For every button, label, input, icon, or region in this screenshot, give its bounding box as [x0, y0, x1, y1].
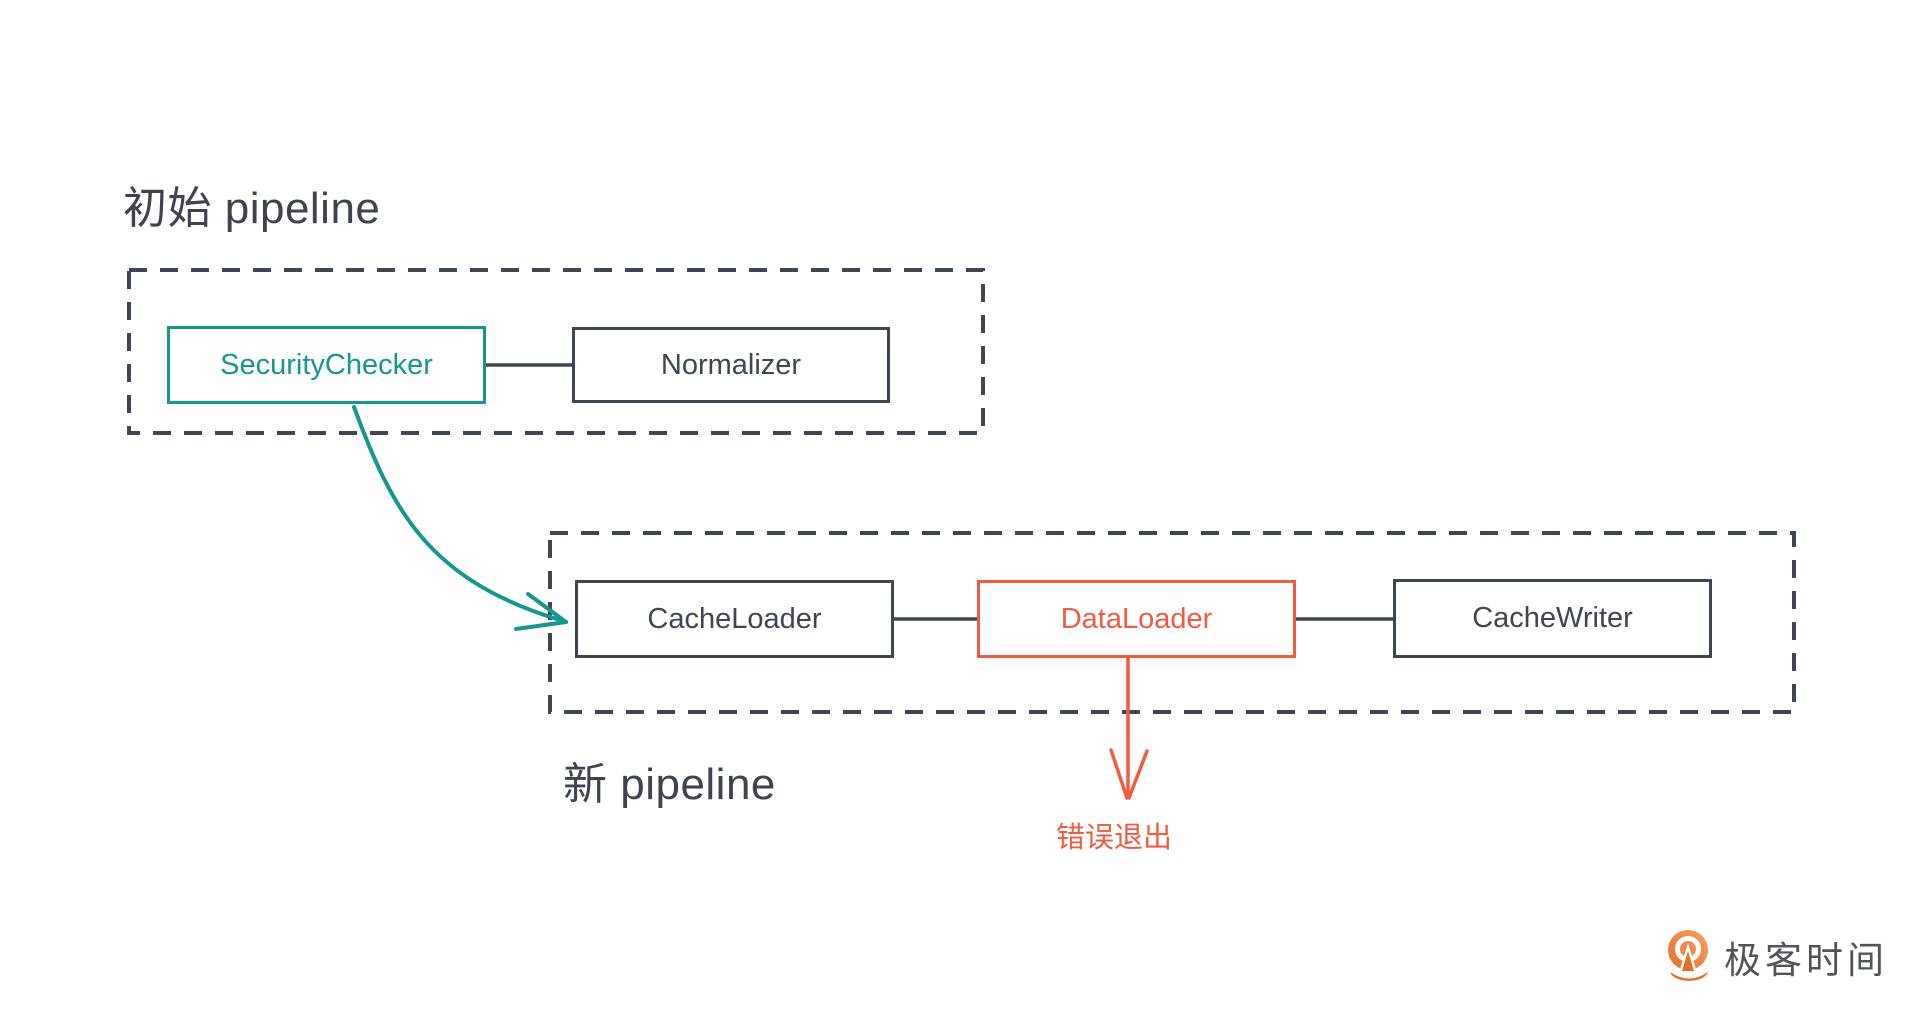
brand-logo: 极客时间 — [1666, 930, 1888, 984]
error-exit-label: 错误退出 — [1055, 822, 1172, 854]
node-cachewriter: CacheWriter — [1393, 579, 1712, 658]
node-securitychecker: SecurityChecker — [167, 326, 486, 404]
node-dataloader: DataLoader — [977, 580, 1296, 658]
node-normalizer: Normalizer — [572, 327, 890, 403]
geektime-icon — [1668, 930, 1708, 981]
brand-logo-text: 极客时间 — [1724, 940, 1888, 981]
edge-dataloader-error-arrow — [1109, 656, 1149, 800]
new-pipeline-title: 新 pipeline — [563, 760, 776, 809]
node-cacheloader: CacheLoader — [575, 580, 894, 658]
initial-pipeline-group-outline — [127, 268, 985, 435]
new-pipeline-group-outline — [548, 531, 1796, 714]
initial-pipeline-title: 初始 pipeline — [123, 184, 381, 233]
edge-securitychecker-cacheloader-arrow — [352, 405, 568, 631]
